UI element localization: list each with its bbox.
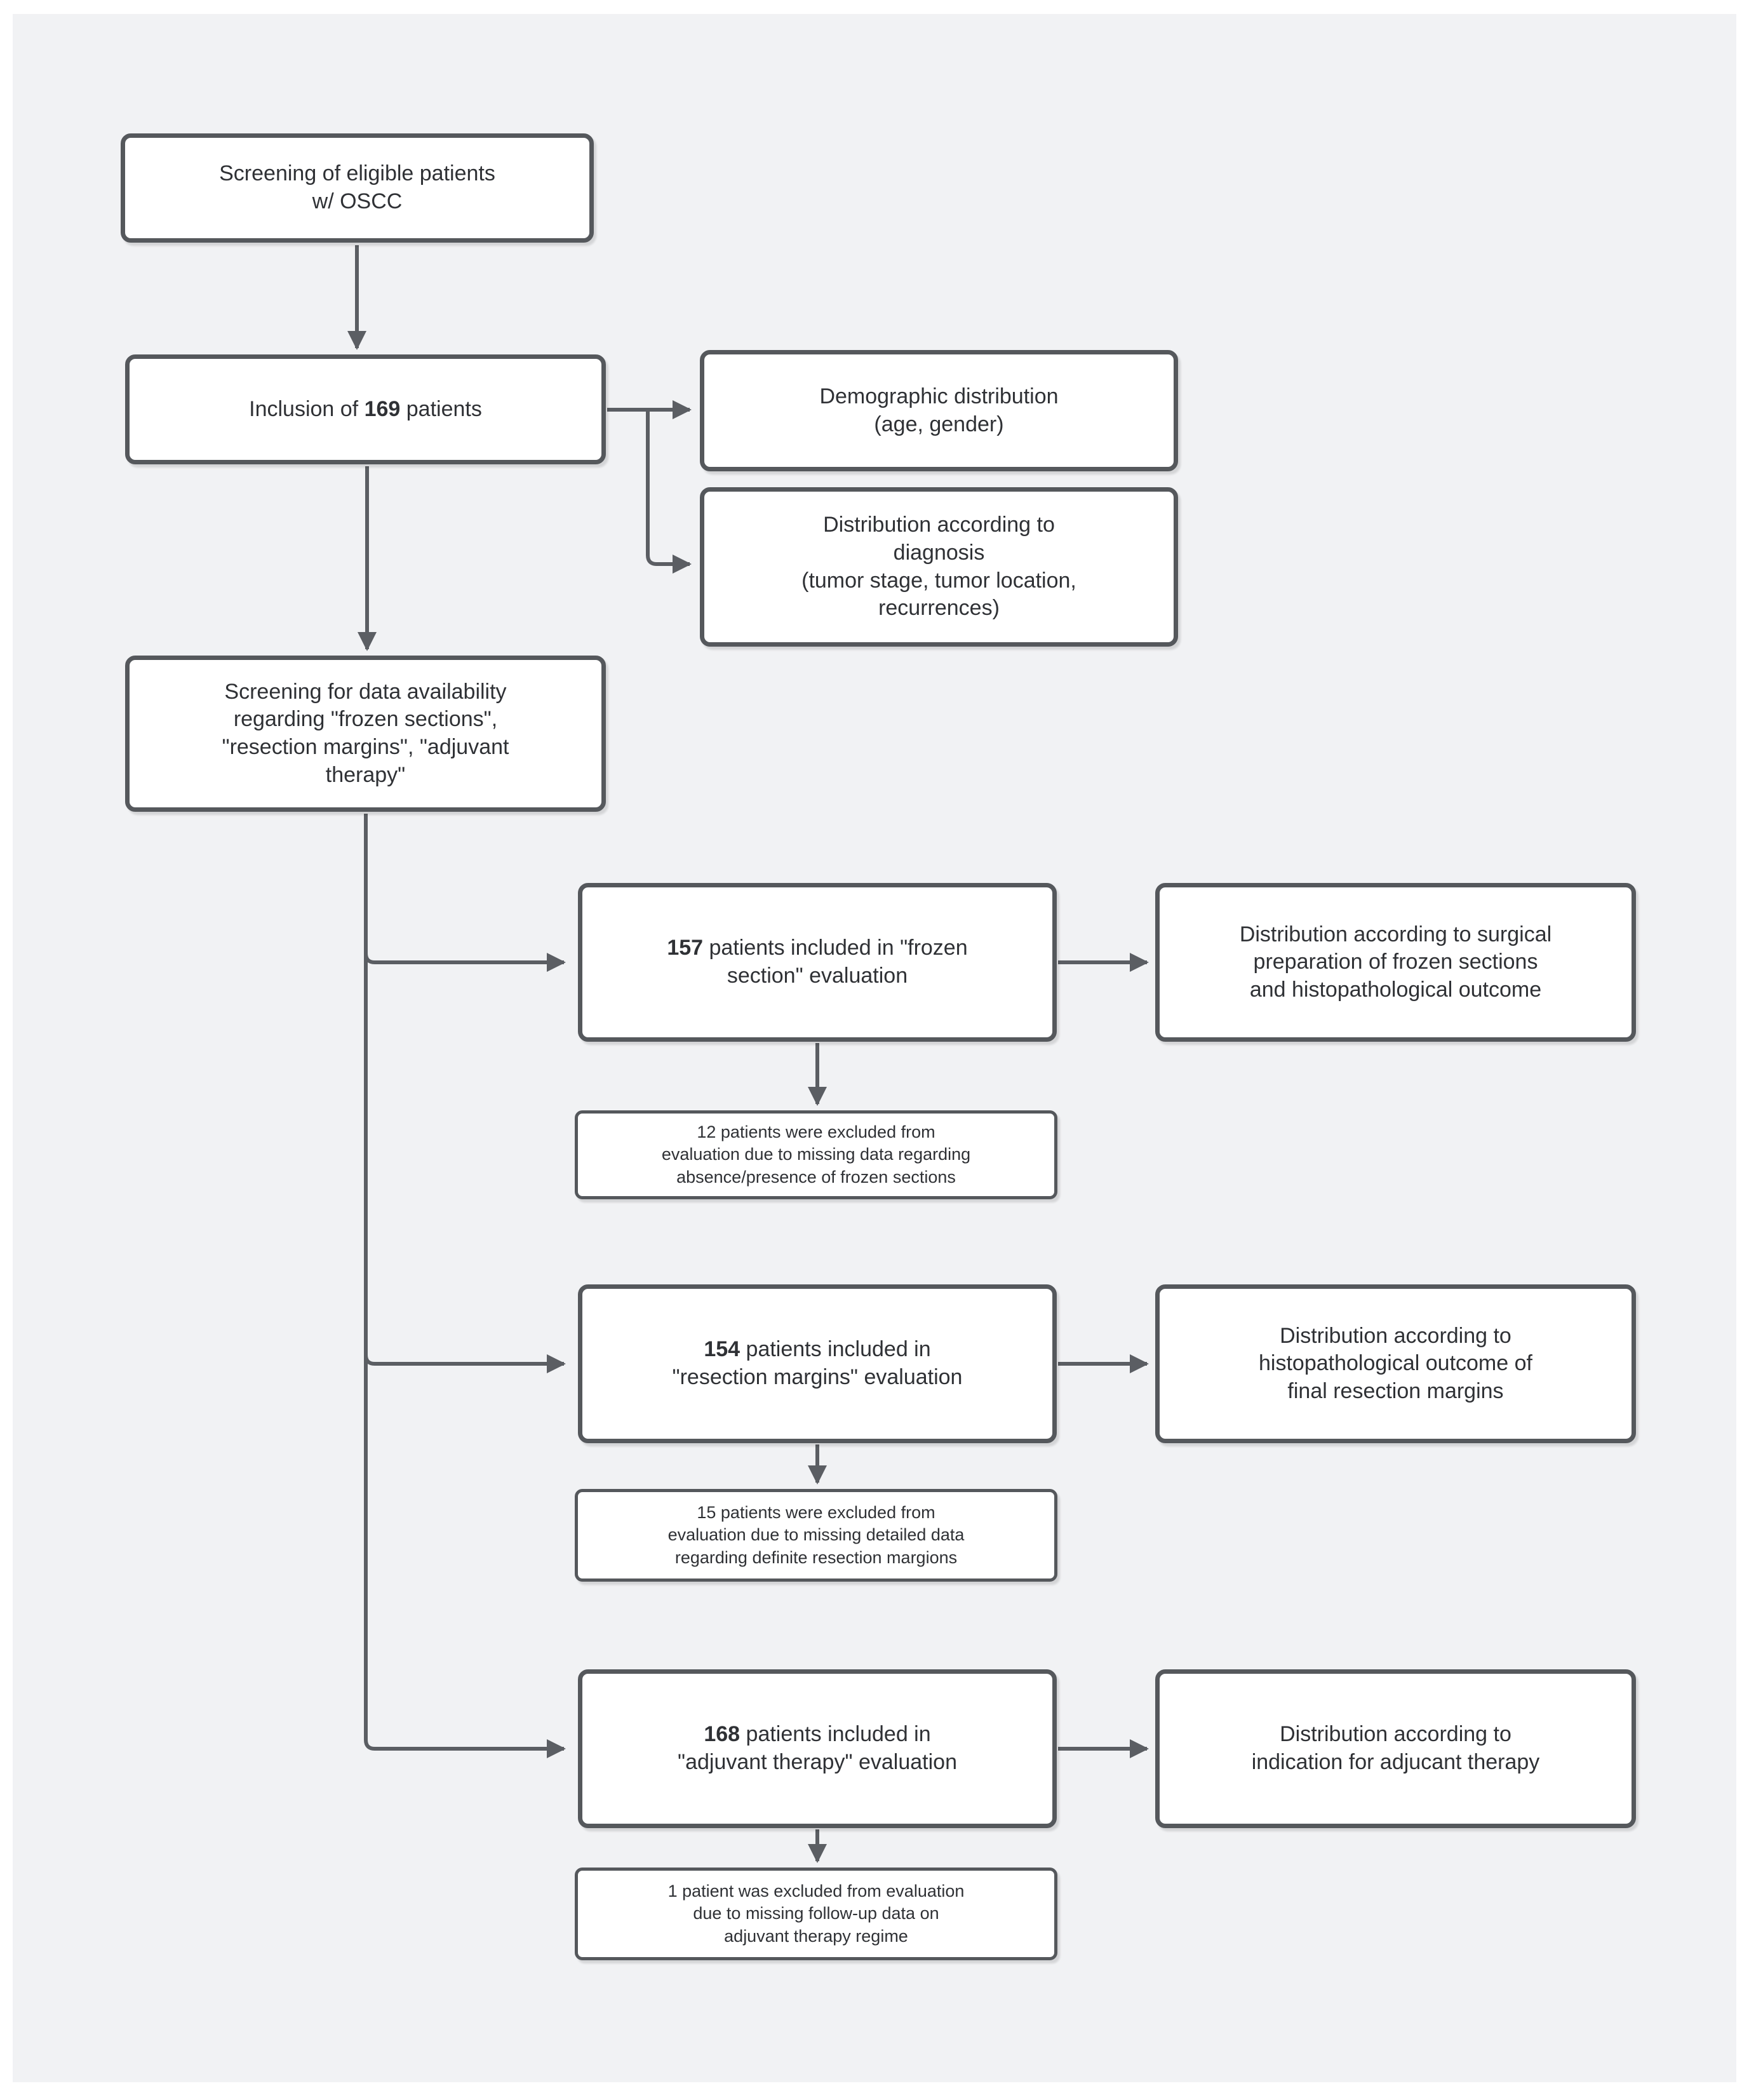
node-text: 157 patients included in "frozen section… bbox=[667, 934, 967, 990]
node-text: 1 patient was excluded from evaluation d… bbox=[667, 1881, 965, 1946]
node-dist-surgical: Distribution according to surgical prepa… bbox=[1155, 883, 1636, 1042]
node-text-post: patients included in "frozen section" ev… bbox=[709, 936, 968, 988]
node-text-post: patients included in "resection margins"… bbox=[672, 1337, 963, 1389]
node-adjuvant-168: 168 patients included in "adjuvant thera… bbox=[578, 1669, 1057, 1828]
node-screening-data: Screening for data availability regardin… bbox=[125, 656, 606, 812]
node-text: 168 patients included in "adjuvant thera… bbox=[678, 1721, 957, 1776]
node-text: 15 patients were excluded from evaluatio… bbox=[667, 1503, 965, 1567]
node-demographic: Demographic distribution (age, gender) bbox=[700, 350, 1178, 471]
node-dist-histopath: Distribution according to histopathologi… bbox=[1155, 1284, 1636, 1443]
node-excluded-1: 1 patient was excluded from evaluation d… bbox=[575, 1868, 1057, 1960]
node-resection-154: 154 patients included in "resection marg… bbox=[578, 1284, 1057, 1443]
node-text: Screening of eligible patients w/ OSCC bbox=[219, 161, 495, 213]
node-text-bold: 157 bbox=[667, 936, 704, 960]
node-text: Distribution according to surgical prepa… bbox=[1239, 922, 1552, 1002]
node-diagnosis: Distribution according to diagnosis (tum… bbox=[700, 487, 1178, 647]
node-text: Inclusion of 169 patients bbox=[249, 396, 482, 424]
node-text-post: patients included in "adjuvant therapy" … bbox=[678, 1722, 957, 1774]
node-excluded-12: 12 patients were excluded from evaluatio… bbox=[575, 1110, 1057, 1199]
node-text: Screening for data availability regardin… bbox=[222, 679, 509, 787]
node-text-post: patients bbox=[400, 396, 482, 421]
node-text-bold: 168 bbox=[704, 1722, 740, 1747]
node-inclusion: Inclusion of 169 patients bbox=[125, 354, 606, 464]
node-text-pre: Inclusion of bbox=[249, 396, 365, 421]
node-text: Distribution according to histopathologi… bbox=[1259, 1323, 1532, 1403]
node-text-bold: 169 bbox=[364, 396, 401, 421]
node-frozen-157: 157 patients included in "frozen section… bbox=[578, 883, 1057, 1042]
node-text: 12 patients were excluded from evaluatio… bbox=[661, 1122, 971, 1187]
node-text-bold: 154 bbox=[704, 1337, 740, 1362]
node-text: 154 patients included in "resection marg… bbox=[673, 1336, 963, 1391]
node-text: Demographic distribution (age, gender) bbox=[819, 384, 1059, 436]
node-dist-indication: Distribution according to indication for… bbox=[1155, 1669, 1636, 1828]
node-excluded-15: 15 patients were excluded from evaluatio… bbox=[575, 1489, 1057, 1582]
node-screening-eligible: Screening of eligible patients w/ OSCC bbox=[121, 133, 594, 243]
node-text: Distribution according to diagnosis (tum… bbox=[801, 513, 1076, 621]
node-text: Distribution according to indication for… bbox=[1251, 1722, 1540, 1774]
